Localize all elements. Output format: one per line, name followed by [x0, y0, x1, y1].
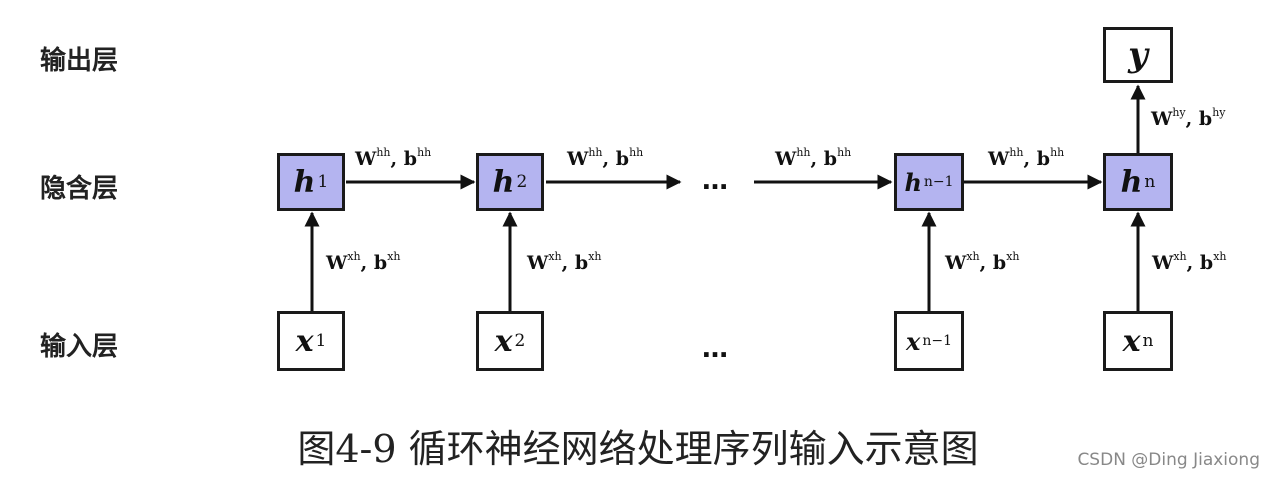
xn1-sub: n−1 — [922, 333, 952, 349]
input-layer-label: 输入层 — [40, 332, 119, 362]
hn1-sub: n−1 — [923, 174, 954, 190]
x1-base: x — [295, 323, 314, 359]
hn-sub: n — [1144, 172, 1156, 192]
output-node-y: y — [1103, 27, 1173, 83]
x2-sub: 2 — [514, 331, 526, 351]
x1-sub: 1 — [315, 331, 327, 351]
output-node-y-label: y — [1128, 35, 1148, 75]
h1-sub: 1 — [317, 172, 329, 192]
xn1-base: x — [906, 326, 921, 356]
h2-base: h — [492, 164, 515, 200]
x2-base: x — [494, 323, 513, 359]
hidden-layer-label: 隐含层 — [40, 174, 119, 204]
xn-sub: n — [1142, 331, 1154, 351]
h2-sub: 2 — [516, 172, 528, 192]
weight-label-hh-2: Whh, bhh — [567, 146, 644, 170]
weight-label-hy: Why, bhy — [1151, 106, 1226, 130]
hn-base: h — [1120, 164, 1143, 200]
hidden-ellipsis: … — [702, 166, 730, 196]
weight-label-hh-1: Whh, bhh — [355, 146, 432, 170]
figure-caption: 图4-9 循环神经网络处理序列输入示意图 — [297, 427, 979, 471]
watermark: CSDN @Ding Jiaxiong — [1077, 450, 1260, 470]
weight-label-hh-4: Whh, bhh — [988, 146, 1065, 170]
weight-label-xh-4: Wxh, bxh — [1152, 250, 1227, 274]
input-ellipsis: … — [702, 334, 730, 364]
weight-label-xh-3: Wxh, bxh — [945, 250, 1020, 274]
weight-label-hh-3: Whh, bhh — [775, 146, 852, 170]
weight-label-xh-1: Wxh, bxh — [326, 250, 401, 274]
h1-base: h — [293, 164, 316, 200]
output-layer-label: 输出层 — [40, 46, 119, 76]
xn-base: x — [1122, 323, 1141, 359]
weight-label-xh-2: Wxh, bxh — [527, 250, 602, 274]
hn1-base: h — [904, 167, 922, 197]
